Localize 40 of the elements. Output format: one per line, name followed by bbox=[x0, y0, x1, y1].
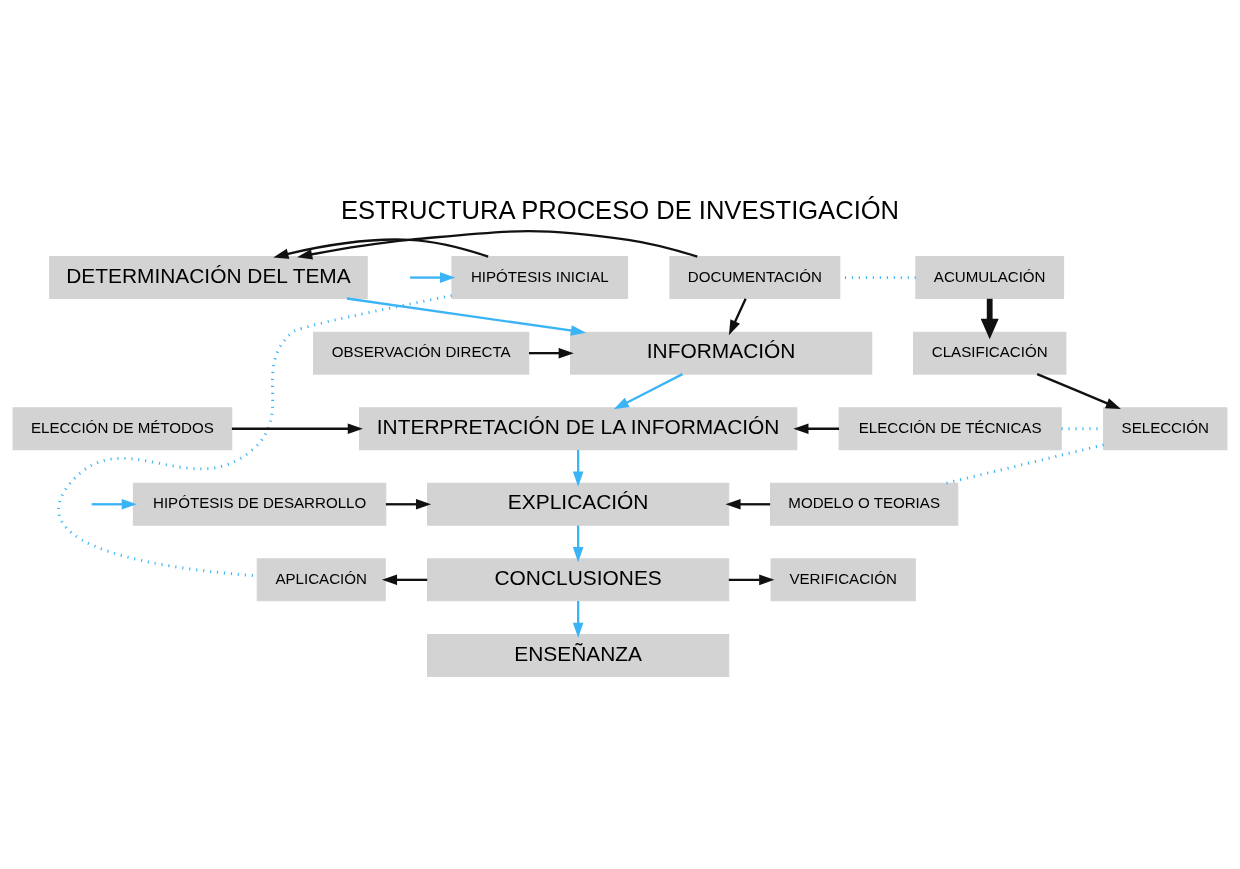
node-box: INFORMACIÓN bbox=[570, 331, 873, 375]
arrow bbox=[572, 524, 584, 562]
arrow bbox=[273, 237, 489, 259]
arrow bbox=[793, 422, 840, 434]
arrow bbox=[410, 271, 456, 283]
arrow bbox=[385, 498, 432, 510]
arrow bbox=[91, 498, 137, 510]
connector bbox=[57, 293, 453, 577]
arrow bbox=[728, 574, 775, 585]
node-box: VERIFICACIÓN bbox=[770, 557, 916, 601]
node-box: DETERMINACIÓN DEL TEMA bbox=[49, 255, 368, 299]
node-box: HIPÓTESIS INICIAL bbox=[451, 255, 629, 299]
node-box: SELECCIÓN bbox=[1103, 406, 1228, 450]
node-box: ELECCIÓN DE MÉTODOS bbox=[12, 406, 233, 450]
arrow bbox=[346, 296, 587, 336]
arrow bbox=[980, 298, 999, 339]
node-box: ENSEÑANZA bbox=[427, 633, 730, 677]
arrow bbox=[529, 347, 574, 358]
arrow bbox=[1036, 372, 1121, 409]
arrow bbox=[725, 498, 771, 510]
node-box: CONCLUSIONES bbox=[427, 557, 730, 601]
node-box: ELECCIÓN DE TÉCNICAS bbox=[838, 406, 1062, 450]
arrow bbox=[613, 372, 683, 409]
arrow bbox=[297, 229, 698, 260]
arrow bbox=[728, 297, 747, 335]
node-box: HIPÓTESIS DE DESARROLLO bbox=[132, 482, 387, 526]
node-box: APLICACIÓN bbox=[256, 557, 386, 601]
node-box: CLASIFICACIÓN bbox=[912, 331, 1067, 375]
arrow bbox=[572, 449, 584, 487]
arrow bbox=[381, 574, 428, 585]
connector bbox=[945, 442, 1104, 485]
node-box: MODELO O TEORIAS bbox=[769, 482, 959, 526]
node-box: INTERPRETACIÓN DE LA INFORMACIÓN bbox=[359, 406, 798, 450]
arrow bbox=[231, 422, 363, 434]
arrow bbox=[572, 600, 584, 638]
diagram-title: ESTRUCTURA PROCESO DE INVESTIGACIÓN bbox=[340, 195, 900, 224]
node-box: ACUMULACIÓN bbox=[915, 255, 1065, 299]
node-box: DOCUMENTACIÓN bbox=[669, 255, 841, 299]
node-box: EXPLICACIÓN bbox=[427, 482, 730, 526]
node-box: OBSERVACIÓN DIRECTA bbox=[313, 331, 530, 375]
